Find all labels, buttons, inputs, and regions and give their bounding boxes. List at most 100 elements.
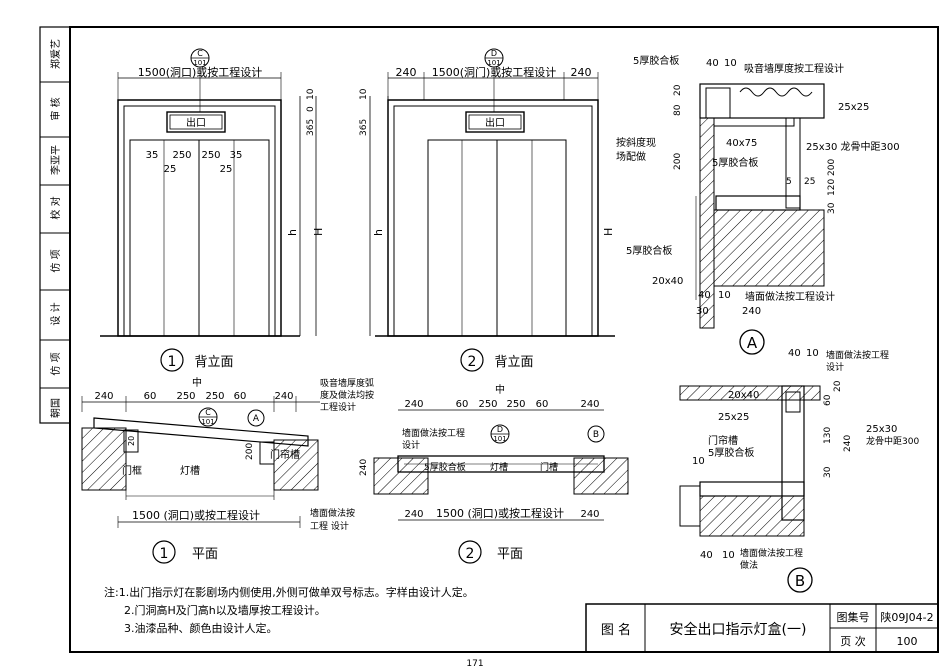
page-number: 171 [466, 659, 483, 669]
note-3: 3.油漆品种、颜色由设计人定。 [124, 621, 278, 635]
strip-text-0: 朝国 [50, 398, 62, 418]
plan1-callout-c: C [205, 408, 211, 417]
a-dim-80-v: 80 [673, 104, 683, 116]
plan1-center-mark: 中 [192, 376, 202, 389]
detail-b-label: B [795, 572, 805, 590]
plan-1: 240 60 250 250 60 240 中 C 101 A 20 200 门… [81, 376, 374, 564]
plan1-sound-note-2: 度及做法均按 [320, 389, 374, 401]
strip-text-1: 仿 项 [49, 352, 62, 375]
plan2-dim-240-bl: 240 [404, 509, 423, 520]
a-dim-20-v: 20 [673, 84, 683, 96]
rear-elevation-2: 出口 240 1500(洞门)或按工程设计 240 D 101 10 365 h… [359, 48, 615, 372]
title-block-label: 图 名 [601, 622, 631, 638]
plan1-door-frame: 门框 [122, 464, 142, 477]
b-25x30: 25x30 [866, 424, 897, 435]
plan2-dim-250-l: 250 [478, 399, 497, 410]
a-wall: 墙面做法按工程设计 [745, 290, 835, 303]
callout-c-number: 101 [193, 59, 206, 67]
elev2-title: 背立面 [494, 355, 533, 370]
strip-text-2: 设 计 [49, 302, 62, 325]
a-slope-2: 场配做 [616, 150, 646, 163]
detail-a: 5厚胶合板 40 10 吸音墙厚度按工程设计 25x25 40x75 25x30… [616, 54, 900, 355]
dim-25-right: 25 [220, 164, 233, 175]
dim-35-left: 35 [146, 150, 159, 161]
b-curtain: 门帘槽 [708, 434, 738, 447]
b-dim-130-v: 130 [823, 427, 833, 444]
plan1-title: 平面 [192, 547, 218, 562]
a-plywood-top: 5厚胶合板 [633, 54, 679, 67]
b-wall-top-2: 设计 [826, 361, 844, 373]
b-dim-20-v: 20 [833, 380, 843, 392]
plan2-light-slot: 灯槽 [490, 461, 508, 473]
strip-text-4: 校 对 [49, 196, 62, 219]
a-dim-10-b: 10 [718, 290, 731, 301]
page-label: 页 次 [840, 634, 866, 648]
plan2-callout-d: D [497, 425, 503, 434]
plan1-dim-60-r: 60 [234, 391, 247, 402]
dim-H-elev1: H [312, 228, 325, 236]
b-wall-bot-2: 做法 [740, 559, 758, 571]
a-sound: 吸音墙厚度按工程设计 [744, 62, 844, 75]
a-dim-5: 5 [786, 177, 792, 187]
callout-c-letter: C [197, 49, 203, 58]
set-number-label: 图集号 [837, 610, 870, 624]
plan2-dim-240-v: 240 [359, 459, 369, 476]
plan2-dim-240-l: 240 [404, 399, 423, 410]
a-dim-30: 30 [696, 306, 709, 317]
plan1-dim-250-r: 250 [205, 391, 224, 402]
plan2-wall-note-1: 墙面做法按工程 [402, 427, 465, 439]
b-dim-60-v: 60 [823, 394, 833, 406]
note-2: 2.门洞高H及门高h以及墙厚按工程设计。 [124, 603, 326, 617]
dim-10-elev1: 10 [306, 88, 316, 100]
dim-0-elev1: 0 [306, 106, 316, 112]
plan2-callout-d-num: 101 [493, 435, 506, 443]
plan1-light-slot: 灯槽 [180, 464, 200, 477]
plan-2: 240 60 250 250 60 240 中 D 101 B 墙面做法按工程 … [359, 383, 629, 564]
b-dim-240-v: 240 [843, 435, 853, 452]
b-keel: 龙骨中距300 [866, 435, 919, 447]
detail-b: 40 10 墙面做法按工程 设计 20x40 25x25 25x30 龙骨中距3… [679, 348, 919, 593]
dim-25-left: 25 [164, 164, 177, 175]
notes: 注:1.出门指示灯在影剧场内侧使用,外侧可做单双号标志。字样由设计人定。 2.门… [104, 585, 474, 635]
plan2-dim-240-br: 240 [580, 509, 599, 520]
strip-text-7: 郑爱艺 [49, 39, 62, 69]
dim-365-elev2: 365 [359, 119, 369, 136]
plan1-sound-note-1: 吸音墙厚度弧 [320, 377, 374, 389]
a-dim-10: 10 [724, 58, 737, 69]
plan1-dim-250-l: 250 [176, 391, 195, 402]
plan1-dim-20: 20 [127, 436, 136, 446]
plan2-center-mark: 中 [495, 383, 505, 396]
dim-240-right-elev2: 240 [571, 66, 592, 79]
a-slope-1: 按斜度现 [616, 136, 656, 149]
b-dim-40: 40 [788, 348, 801, 359]
a-plywood-mid: 5厚胶合板 [712, 156, 758, 169]
dim-H-elev2: H [602, 228, 615, 236]
signature-strip: 朝国 仿 项 设 计 仿 项 校 对 李亚平 审 核 郑爱艺 [39, 26, 71, 424]
callout-d-letter: D [491, 49, 497, 58]
callout-d-number: 101 [487, 59, 500, 67]
plan1-door-curtain: 门帘槽 [270, 448, 300, 461]
b-25x25: 25x25 [718, 412, 749, 423]
plan1-dim-240-r: 240 [274, 391, 293, 402]
plan2-plywood: 5厚胶合板 [424, 461, 466, 473]
a-20x40: 20x40 [652, 276, 683, 287]
plan2-callout-b: B [593, 430, 599, 440]
plan2-dim-60-l: 60 [456, 399, 469, 410]
plan2-door-slot: 门槽 [540, 461, 558, 473]
plan2-dim-60-r: 60 [536, 399, 549, 410]
plan2-title: 平面 [497, 547, 523, 562]
plan1-sound-note-3: 工程设计 [320, 401, 356, 413]
a-40x75: 40x75 [726, 138, 757, 149]
a-dim-40: 40 [706, 58, 719, 69]
b-dim-40-b: 40 [700, 550, 713, 561]
strip-text-3: 仿 项 [49, 249, 62, 272]
exit-sign-label-2: 出口 [485, 116, 505, 129]
plan1-wall-note-2: 工程 设计 [310, 520, 349, 532]
a-25x25: 25x25 [838, 102, 869, 113]
plan1-callout-c-num: 101 [201, 418, 214, 426]
exit-sign-box-1 [166, 111, 226, 133]
dim-250-b: 250 [201, 150, 220, 161]
a-dim-200-r: 200 [827, 159, 837, 176]
plan1-number: 1 [160, 546, 169, 562]
dim-250-a: 250 [172, 150, 191, 161]
